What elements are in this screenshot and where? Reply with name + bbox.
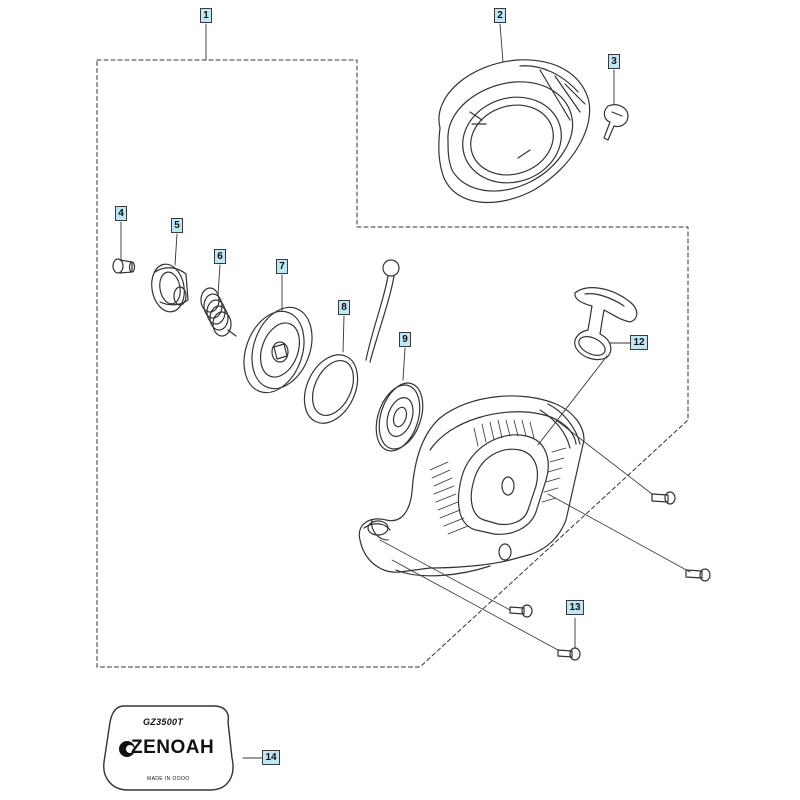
- callout-6: 6: [214, 249, 226, 264]
- callout-5: 5: [171, 218, 183, 233]
- starter-rope: [365, 259, 608, 446]
- nameplate-brand: ZENOAH: [131, 737, 215, 758]
- callout-8: 8: [338, 300, 350, 315]
- nameplate-origin: MADE IN OOOO: [147, 776, 190, 782]
- callout-3: 3: [608, 54, 620, 69]
- callout-13: 13: [566, 600, 584, 615]
- callout-12: 12: [630, 335, 648, 350]
- part-2-starter-cover: [438, 59, 591, 203]
- screw-b: [685, 568, 711, 582]
- leader-lines: [120, 23, 631, 759]
- part-6-spring: [200, 287, 237, 337]
- callout-2: 2: [494, 8, 506, 23]
- screw-c: [509, 604, 533, 618]
- callout-1: 1: [200, 8, 212, 23]
- part-13-screws: [509, 491, 711, 661]
- callout-14: 14: [262, 750, 280, 765]
- part-9-recoil-spring: [375, 382, 424, 452]
- screw-a: [651, 491, 676, 505]
- part-14-nameplate: [103, 705, 234, 791]
- nameplate-model: GZ3500T: [143, 717, 184, 727]
- screw-leaders: [379, 419, 691, 651]
- callout-4: 4: [115, 206, 127, 221]
- callout-7: 7: [276, 259, 288, 274]
- assembly-boundary: [96, 59, 689, 668]
- screw-d: [557, 647, 581, 661]
- starter-housing: [358, 395, 585, 577]
- part-5-flange: [151, 263, 189, 313]
- part-7-pulley: [243, 306, 313, 394]
- part-3-clip: [603, 104, 629, 141]
- part-8-ring: [303, 354, 359, 424]
- callout-9: 9: [399, 332, 411, 347]
- part-12-starter-handle: [574, 287, 638, 361]
- part-4-screw: [112, 258, 136, 274]
